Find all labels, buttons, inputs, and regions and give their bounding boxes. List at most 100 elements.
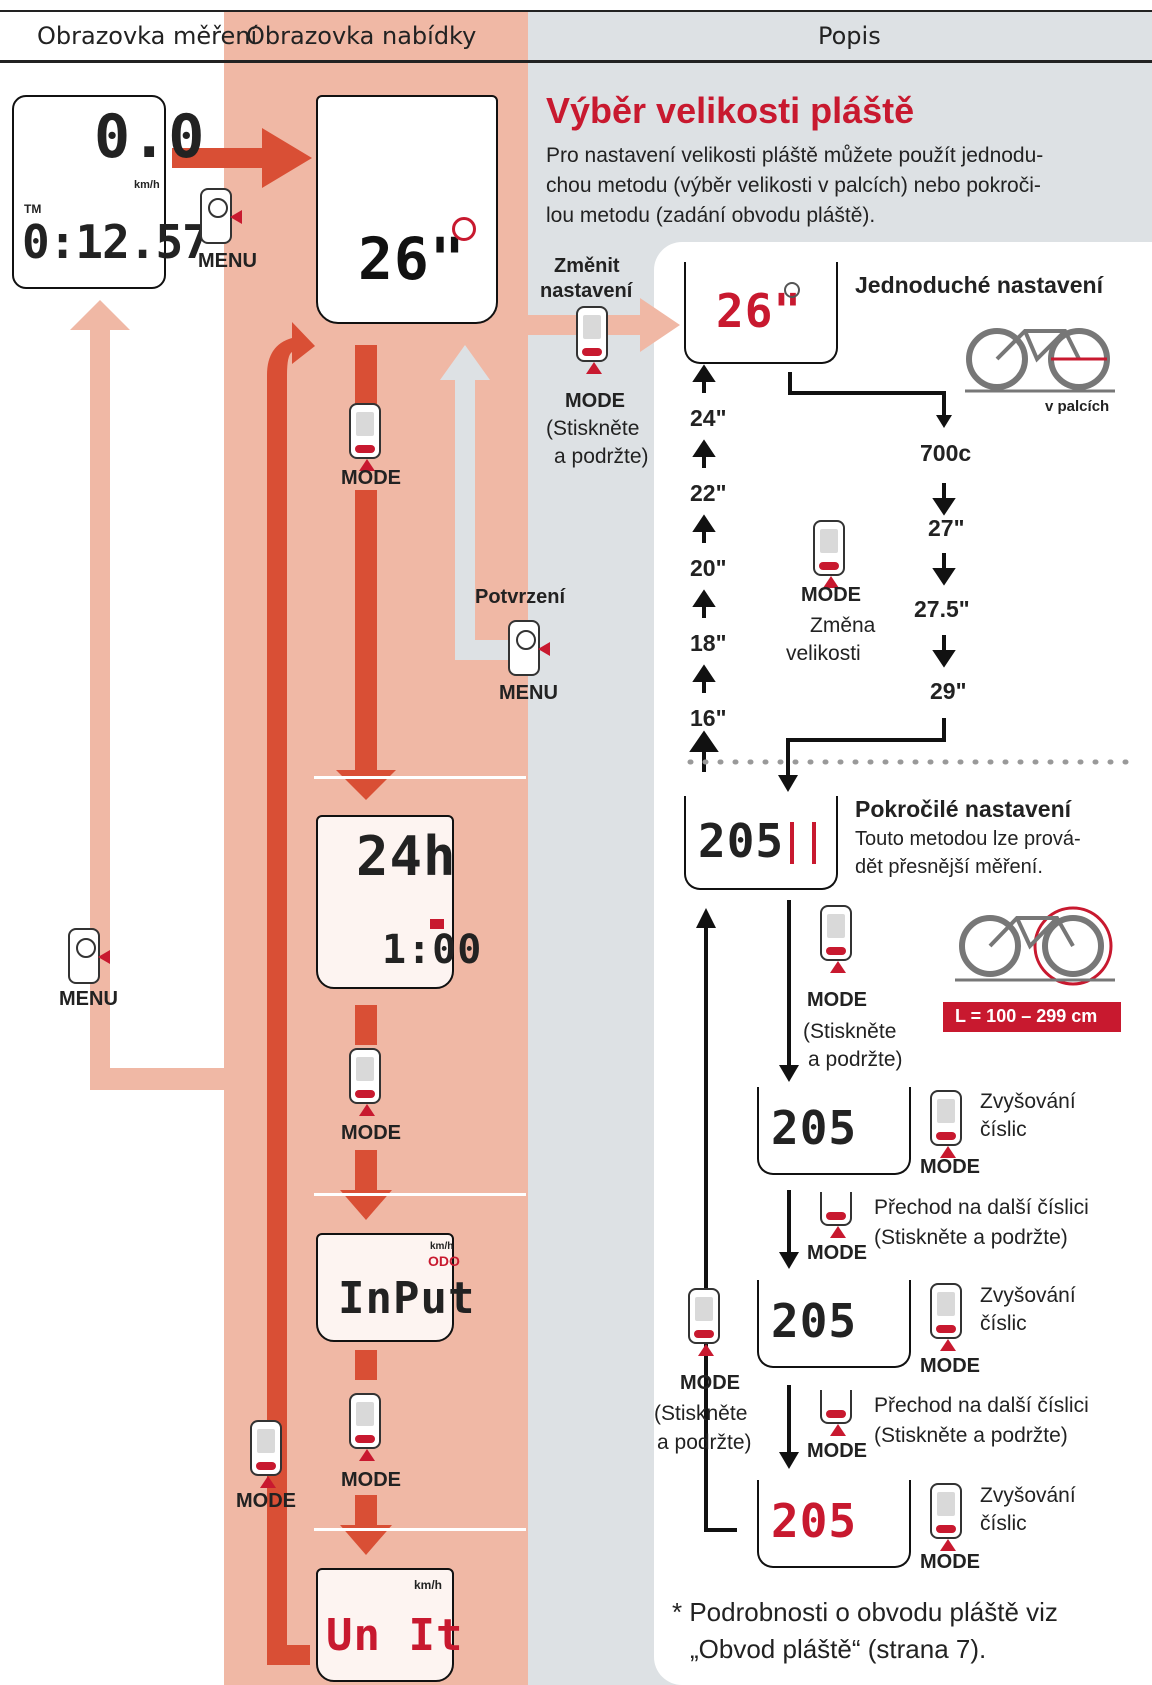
next-mode-label-1: MODE xyxy=(807,1242,867,1264)
advanced-title: Pokročilé nastavení xyxy=(855,796,1072,822)
digit-display-1-value: 205 xyxy=(771,1101,858,1155)
return-mode-label: MODE xyxy=(680,1372,740,1394)
menu-wheel-display: 26" xyxy=(316,95,498,324)
advanced-display: 205 xyxy=(684,796,838,890)
size-down-27-5: 27.5" xyxy=(914,596,970,622)
device-menu-confirm[interactable] xyxy=(508,620,550,676)
intro-line-2: chou metodu (výběr velikosti v palcích) … xyxy=(546,174,1041,197)
size-up-20: 20" xyxy=(690,555,727,581)
change-setting-line-1: Změnit xyxy=(554,255,620,277)
mode-label-loop: MODE xyxy=(236,1490,296,1512)
next-mode-label-2: MODE xyxy=(807,1440,867,1462)
menu-label-lower: MENU xyxy=(59,988,118,1010)
change-mode-label: MODE xyxy=(565,390,625,412)
mode-label-2: MODE xyxy=(341,1122,401,1144)
menu-header-band xyxy=(224,12,528,48)
device-mode-simple[interactable] xyxy=(813,520,845,588)
device-mode-1[interactable] xyxy=(349,403,381,471)
digit-mode-label-3: MODE xyxy=(920,1551,980,1573)
change-setting-line-2: nastavení xyxy=(540,280,633,302)
size-up-16: 16" xyxy=(690,705,727,731)
return-press-hold-2: a podržte) xyxy=(657,1431,752,1454)
digit-display-1: 205 xyxy=(757,1087,911,1175)
measurement-display: 0.0 km/h TM 0:12.57 xyxy=(12,95,210,289)
increase-3b: číslic xyxy=(980,1512,1027,1535)
odo-unit: km/h xyxy=(430,1241,454,1252)
menu-wheel-value: 26" xyxy=(358,225,466,293)
intro-line-3: lou metodu (zadání obvodu pláště). xyxy=(546,204,876,227)
increase-3a: Zvyšování xyxy=(980,1484,1076,1507)
odo-label: ODO xyxy=(428,1253,460,1269)
speed-value: 0.0 xyxy=(94,102,206,172)
device-mode-next-1[interactable] xyxy=(820,1192,852,1238)
digit-mode-label-2: MODE xyxy=(920,1355,980,1377)
simple-title: Jednoduché nastavení xyxy=(855,272,1103,298)
advanced-bracket-icon xyxy=(790,822,816,864)
device-mode-loop[interactable] xyxy=(250,1420,282,1488)
speed-unit: km/h xyxy=(134,179,160,191)
device-mode-digit-1[interactable] xyxy=(930,1090,962,1158)
size-up-22: 22" xyxy=(690,480,727,506)
header-menu: Obrazovka nabídky xyxy=(246,22,477,50)
simple-wheel-icon xyxy=(784,282,800,298)
advanced-press-hold-1: (Stiskněte xyxy=(803,1020,897,1043)
increase-2b: číslic xyxy=(980,1312,1027,1335)
footnote-line-2: „Obvod pláště“ (strana 7). xyxy=(690,1634,987,1664)
bicycle-icon-simple xyxy=(965,328,1115,393)
size-up-18: 18" xyxy=(690,630,727,656)
simple-display: 26" xyxy=(684,262,838,364)
advanced-mode-label-1: MODE xyxy=(807,989,867,1011)
bicycle-icon-advanced xyxy=(955,906,1115,986)
digit-display-3: 205 xyxy=(757,1480,911,1568)
device-menu-button-top[interactable] xyxy=(200,188,242,244)
size-down-27: 27" xyxy=(928,515,965,541)
unit-text: Un It xyxy=(326,1610,464,1661)
clock-format: 24h xyxy=(356,825,457,888)
next-digit-2b: (Stiskněte a podržte) xyxy=(874,1424,1068,1447)
change-size-2: velikosti xyxy=(786,642,861,665)
device-mode-change[interactable] xyxy=(576,306,608,374)
footnote-line-1: * Podrobnosti o obvodu pláště viz xyxy=(672,1597,1058,1627)
device-mode-return[interactable] xyxy=(688,1288,720,1356)
size-down-29: 29" xyxy=(930,678,967,704)
confirm-label: Potvrzení xyxy=(475,586,566,608)
menu-clock-display: 24h 1:00 xyxy=(316,815,481,989)
next-digit-1b: (Stiskněte a podržte) xyxy=(874,1226,1068,1249)
device-mode-2[interactable] xyxy=(349,1048,381,1116)
advanced-sub-2: dět přesnější měření. xyxy=(855,856,1043,878)
header-rule xyxy=(0,60,1152,63)
next-digit-2a: Přechod na další číslici xyxy=(874,1394,1089,1417)
wheel-icon xyxy=(452,217,476,241)
tm-label: TM xyxy=(24,202,42,216)
description-title: Výběr velikosti pláště xyxy=(546,90,915,131)
menu-odo-display: km/h ODO InPut xyxy=(316,1233,474,1342)
advanced-display-value: 205 xyxy=(698,814,785,868)
time-value: 0:12.57 xyxy=(22,215,210,269)
digit-display-2-value: 205 xyxy=(771,1294,858,1348)
digit-mode-label-1: MODE xyxy=(920,1156,980,1178)
return-press-hold-1: (Stiskněte xyxy=(654,1402,748,1425)
device-menu-button-lower[interactable] xyxy=(68,928,110,984)
header-measurement: Obrazovka měření xyxy=(37,22,258,50)
intro-line-1: Pro nastavení velikosti pláště můžete po… xyxy=(546,144,1044,167)
menu-unit-display: km/h Un It xyxy=(316,1568,462,1682)
increase-1b: číslic xyxy=(980,1118,1027,1141)
increase-1a: Zvyšování xyxy=(980,1090,1076,1113)
device-mode-3[interactable] xyxy=(349,1393,381,1461)
device-mode-digit-3[interactable] xyxy=(930,1483,962,1551)
device-mode-advanced-1[interactable] xyxy=(820,905,852,973)
size-up-24: 24" xyxy=(690,405,727,431)
increase-2a: Zvyšování xyxy=(980,1284,1076,1307)
white-panel xyxy=(654,242,1152,1685)
device-mode-next-2[interactable] xyxy=(820,1390,852,1436)
mode-label-3: MODE xyxy=(341,1469,401,1491)
mode-label-1: MODE xyxy=(341,467,401,489)
device-mode-digit-2[interactable] xyxy=(930,1283,962,1351)
header-description: Popis xyxy=(818,22,881,50)
clock-time: 1:00 xyxy=(382,927,483,973)
range-badge xyxy=(943,1002,1121,1032)
advanced-sub-1: Touto metodou lze prová- xyxy=(855,828,1081,850)
advanced-press-hold-2: a podržte) xyxy=(808,1048,903,1071)
change-press-hold-1: (Stiskněte xyxy=(546,417,640,440)
